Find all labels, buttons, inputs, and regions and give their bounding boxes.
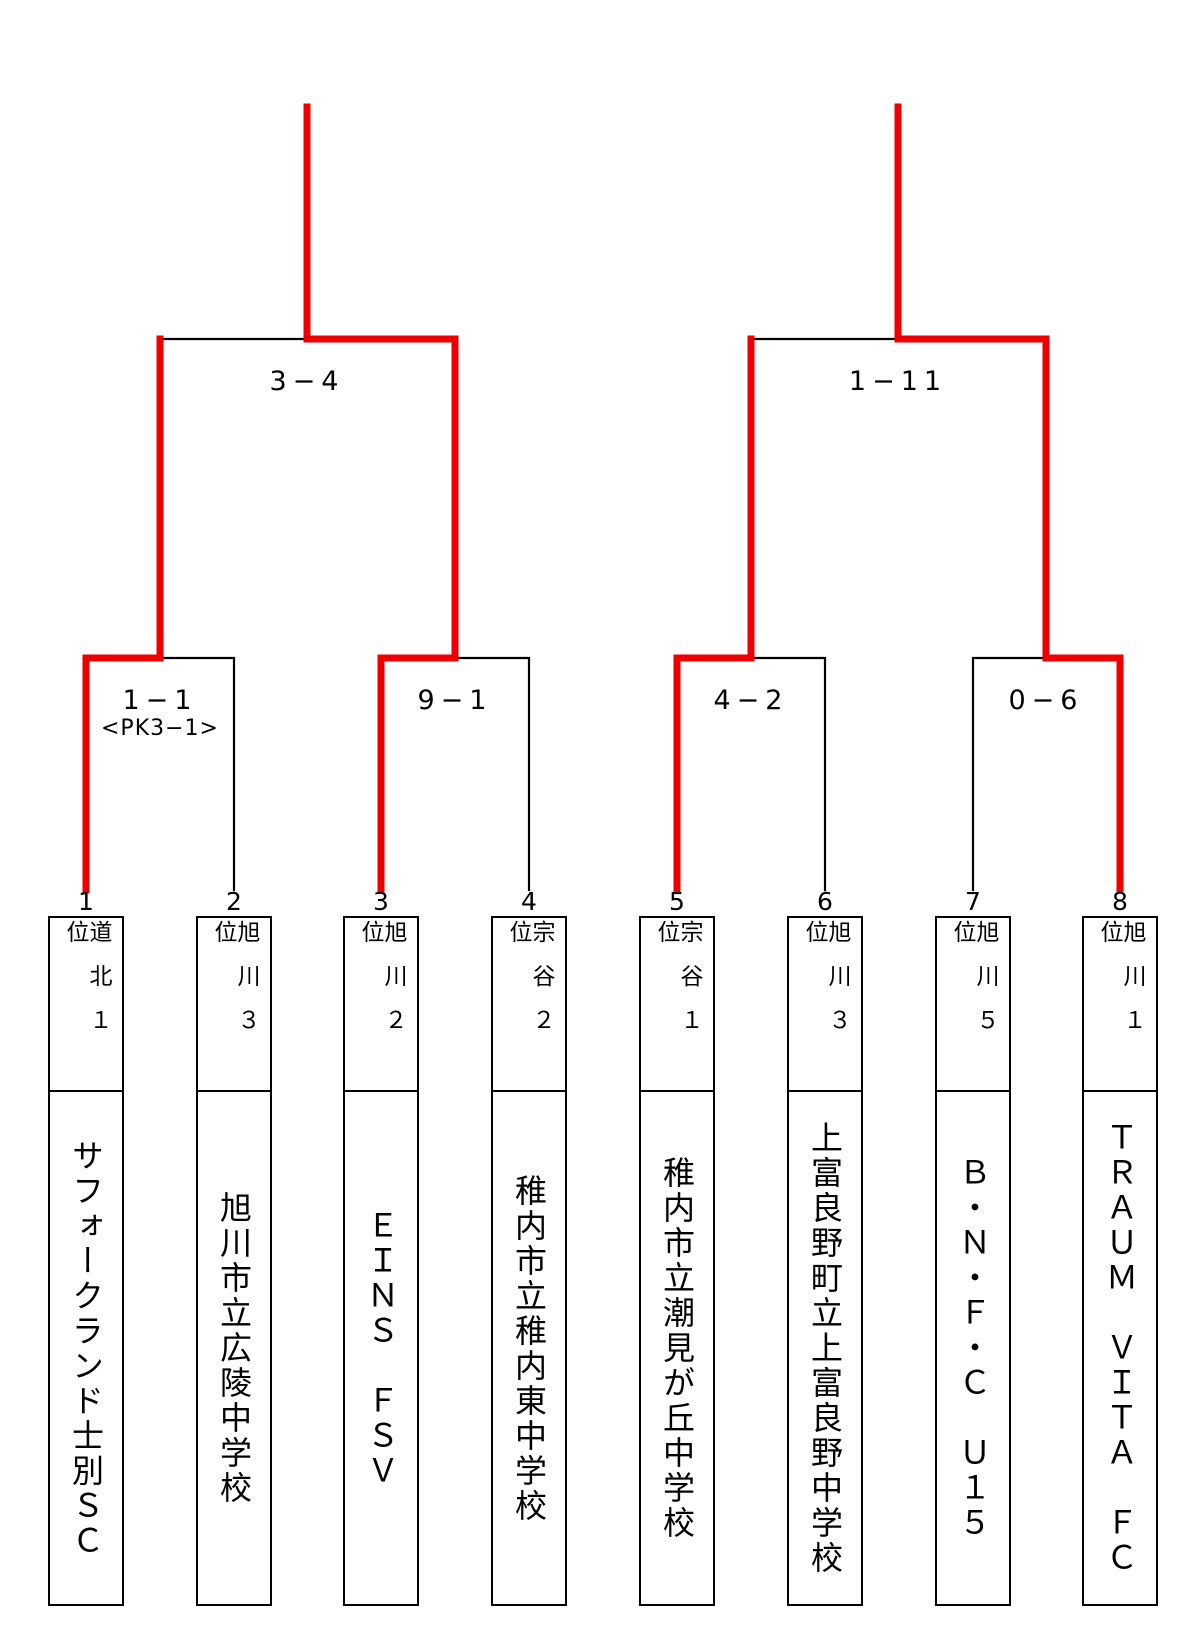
team-name: 旭川市立広陵中学校 [215,1191,253,1506]
team-region: 道北１位 [50,918,122,1092]
team-region-label: 旭川３位 [801,920,850,1052]
team-region-label: 宗谷１位 [653,920,702,1052]
team-name: サフォークランド士別ＳＣ [67,1138,105,1559]
team-seed-number: 4 [521,887,537,916]
first-round-score: 0−6 [1008,685,1084,716]
semifinal-score-right: 1−11 [848,366,948,397]
winner-line [673,335,755,894]
team-box: 旭川５位 Ｂ・Ｎ・Ｆ・Ｃ Ｕ１５ [935,916,1011,1606]
team-seed-number: 7 [965,887,981,916]
semifinal-score-left: 3−4 [269,366,345,397]
team-region-label: 旭川３位 [210,920,259,1052]
team-name: ＴＲＡＵＭ ＶＩＴＡ ＦＣ [1101,1121,1139,1576]
team-seed-number: 2 [226,887,242,916]
team-name-cell: 稚内市立潮見が丘中学校 [641,1093,713,1604]
team-name-cell: 旭川市立広陵中学校 [198,1093,270,1604]
team-region: 旭川１位 [1084,918,1156,1092]
team-region-label: 宗谷２位 [505,920,554,1052]
team-name: ＥＩＮＳ ＦＳＶ [362,1208,400,1489]
team-box: 旭川３位上富良野町立上富良野中学校 [787,916,863,1606]
team-box: 旭川３位旭川市立広陵中学校 [196,916,272,1606]
team-seed-number: 8 [1112,887,1128,916]
winner-line [82,335,164,894]
team-region-label: 旭川２位 [357,920,406,1052]
team-region-label: 旭川５位 [949,920,998,1052]
team-name-cell: ＴＲＡＵＭ ＶＩＴＡ ＦＣ [1084,1093,1156,1604]
team-region: 旭川３位 [198,918,270,1092]
bracket-line [453,656,531,892]
team-box: 宗谷２位稚内市立稚内東中学校 [491,916,567,1606]
first-round-score: 9−1 [417,685,493,716]
team-region: 旭川２位 [345,918,417,1092]
team-region: 旭川５位 [937,918,1009,1092]
team-name: 上富良野町立上富良野中学校 [806,1121,844,1576]
winner-line [303,103,459,894]
team-box: 旭川１位 ＴＲＡＵＭ ＶＩＴＡ ＦＣ [1082,916,1158,1606]
team-region: 宗谷２位 [493,918,565,1092]
bracket-line [158,656,236,892]
team-seed-number: 5 [669,887,685,916]
team-box: 道北１位サフォークランド士別ＳＣ [48,916,124,1606]
team-name-cell: ＥＩＮＳ ＦＳＶ [345,1093,417,1604]
winner-line [894,103,1124,894]
team-region-label: 道北１位 [62,920,111,1052]
team-box: 旭川２位 ＥＩＮＳ ＦＳＶ [343,916,419,1606]
penalty-kick-score: <PK3−1> [101,716,219,741]
first-round-score: 4−2 [713,685,789,716]
team-name-cell: 稚内市立稚内東中学校 [493,1093,565,1604]
team-name-cell: 上富良野町立上富良野中学校 [789,1093,861,1604]
team-name-cell: サフォークランド士別ＳＣ [50,1093,122,1604]
team-box: 宗谷１位稚内市立潮見が丘中学校 [639,916,715,1606]
team-name: 稚内市立稚内東中学校 [510,1173,548,1524]
bracket-line [749,656,827,892]
team-region-label: 旭川１位 [1096,920,1145,1052]
team-region: 旭川３位 [789,918,861,1092]
first-round-score: 1−1 [122,685,198,716]
team-region: 宗谷１位 [641,918,713,1092]
team-name: Ｂ・Ｎ・Ｆ・Ｃ Ｕ１５ [954,1156,992,1541]
bracket-line [971,656,1048,892]
team-seed-number: 3 [373,887,389,916]
team-name: 稚内市立潮見が丘中学校 [658,1156,696,1541]
team-name-cell: Ｂ・Ｎ・Ｆ・Ｃ Ｕ１５ [937,1093,1009,1604]
team-seed-number: 6 [817,887,833,916]
team-seed-number: 1 [78,887,94,916]
